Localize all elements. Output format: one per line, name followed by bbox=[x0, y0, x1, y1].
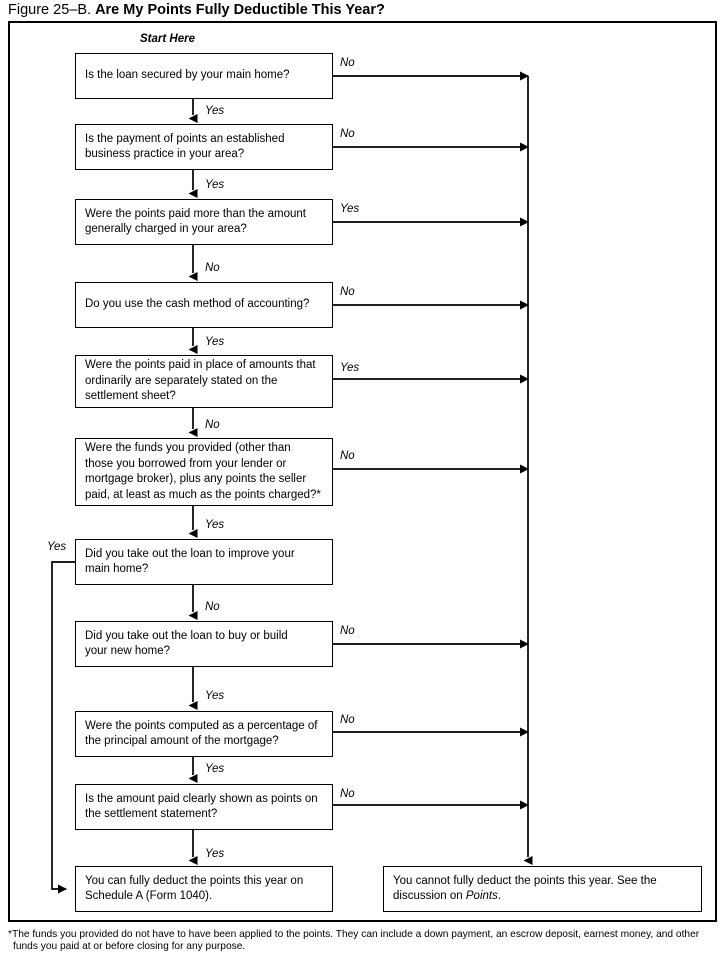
decision-box-buy-or-build[interactable]: Did you take out the loan to buy or buil… bbox=[75, 621, 333, 667]
edge-label-q4-yes: Yes bbox=[205, 336, 225, 348]
decision-box-text: Do you use the cash method of accounting… bbox=[85, 298, 310, 311]
edge-label-q2-no: No bbox=[340, 128, 355, 140]
decision-box-separately-stated[interactable]: Were the points paid in place of amounts… bbox=[75, 355, 333, 408]
figure-name: Are My Points Fully Deductible This Year… bbox=[95, 2, 385, 18]
edge-label-q7-no: No bbox=[205, 601, 220, 613]
edge-label-q5-yes: Yes bbox=[340, 362, 360, 374]
result-text-after: . bbox=[497, 890, 502, 902]
decision-box-improve-main-home[interactable]: Did you take out the loan to improve you… bbox=[75, 539, 333, 585]
footnote-line-1: *The funds you provided do not have to h… bbox=[8, 929, 700, 940]
decision-box-text: Is the payment of points an established … bbox=[85, 132, 285, 161]
decision-box-funds-provided[interactable]: Were the funds you provided (other than … bbox=[75, 438, 333, 506]
edge-label-q5-no: No bbox=[205, 419, 220, 431]
page-title: Figure 25–B. Are My Points Fully Deducti… bbox=[8, 2, 385, 18]
result-box-text: You cannot fully deduct the points this … bbox=[393, 874, 657, 905]
footnote: *The funds you provided do not have to h… bbox=[8, 929, 717, 954]
decision-box-text: Were the points computed as a percentage… bbox=[85, 719, 318, 748]
edge-label-q3-no: No bbox=[205, 262, 220, 274]
decision-box-text: Were the funds you provided (other than … bbox=[85, 442, 321, 501]
decision-box-text: Were the points paid in place of amounts… bbox=[85, 359, 316, 403]
decision-box-text: Were the points paid more than the amoun… bbox=[85, 207, 306, 236]
edge-label-q8-no: No bbox=[340, 625, 355, 637]
edge-label-q3-yes: Yes bbox=[340, 203, 360, 215]
decision-box-text: Did you take out the loan to buy or buil… bbox=[85, 629, 288, 658]
edge-label-q9-yes: Yes bbox=[205, 763, 225, 775]
edge-label-q9-no: No bbox=[340, 714, 355, 726]
decision-box-business-practice[interactable]: Is the payment of points an established … bbox=[75, 124, 333, 170]
decision-box-text: Did you take out the loan to improve you… bbox=[85, 547, 295, 576]
decision-box-points-more-than-amount[interactable]: Were the points paid more than the amoun… bbox=[75, 199, 333, 245]
edge-label-q1-no: No bbox=[340, 57, 355, 69]
decision-box-computed-percentage[interactable]: Were the points computed as a percentage… bbox=[75, 711, 333, 757]
decision-box-cash-method[interactable]: Do you use the cash method of accounting… bbox=[75, 282, 333, 328]
footnote-line-2: funds you paid at or before closing for … bbox=[13, 941, 246, 953]
edge-label-q10-yes: Yes bbox=[205, 848, 225, 860]
result-box-fully-deductible[interactable]: You can fully deduct the points this yea… bbox=[75, 866, 333, 912]
decision-box-text: Is the loan secured by your main home? bbox=[85, 69, 290, 82]
edge-label-q10-no: No bbox=[340, 788, 355, 800]
edge-label-q6-yes: Yes bbox=[205, 519, 225, 531]
result-text-before: You cannot fully deduct the points this … bbox=[393, 874, 657, 903]
edge-label-q7-yes: Yes bbox=[47, 541, 67, 553]
edge-label-q2-yes: Yes bbox=[205, 179, 225, 191]
result-italic-term: Points bbox=[465, 890, 498, 902]
decision-box-text: Is the amount paid clearly shown as poin… bbox=[85, 792, 318, 821]
decision-box-clearly-shown[interactable]: Is the amount paid clearly shown as poin… bbox=[75, 784, 333, 830]
edge-label-q6-no: No bbox=[340, 450, 355, 462]
figure-number: Figure 25–B. bbox=[8, 2, 92, 18]
edge-label-q1-yes: Yes bbox=[205, 105, 225, 117]
edge-label-q4-no: No bbox=[340, 286, 355, 298]
start-here-label: Start Here bbox=[140, 33, 195, 45]
decision-box-loan-secured[interactable]: Is the loan secured by your main home? bbox=[75, 53, 333, 99]
edge-label-q8-yes: Yes bbox=[205, 690, 225, 702]
result-box-text: You can fully deduct the points this yea… bbox=[85, 874, 304, 903]
result-box-not-deductible[interactable]: You cannot fully deduct the points this … bbox=[383, 866, 702, 912]
